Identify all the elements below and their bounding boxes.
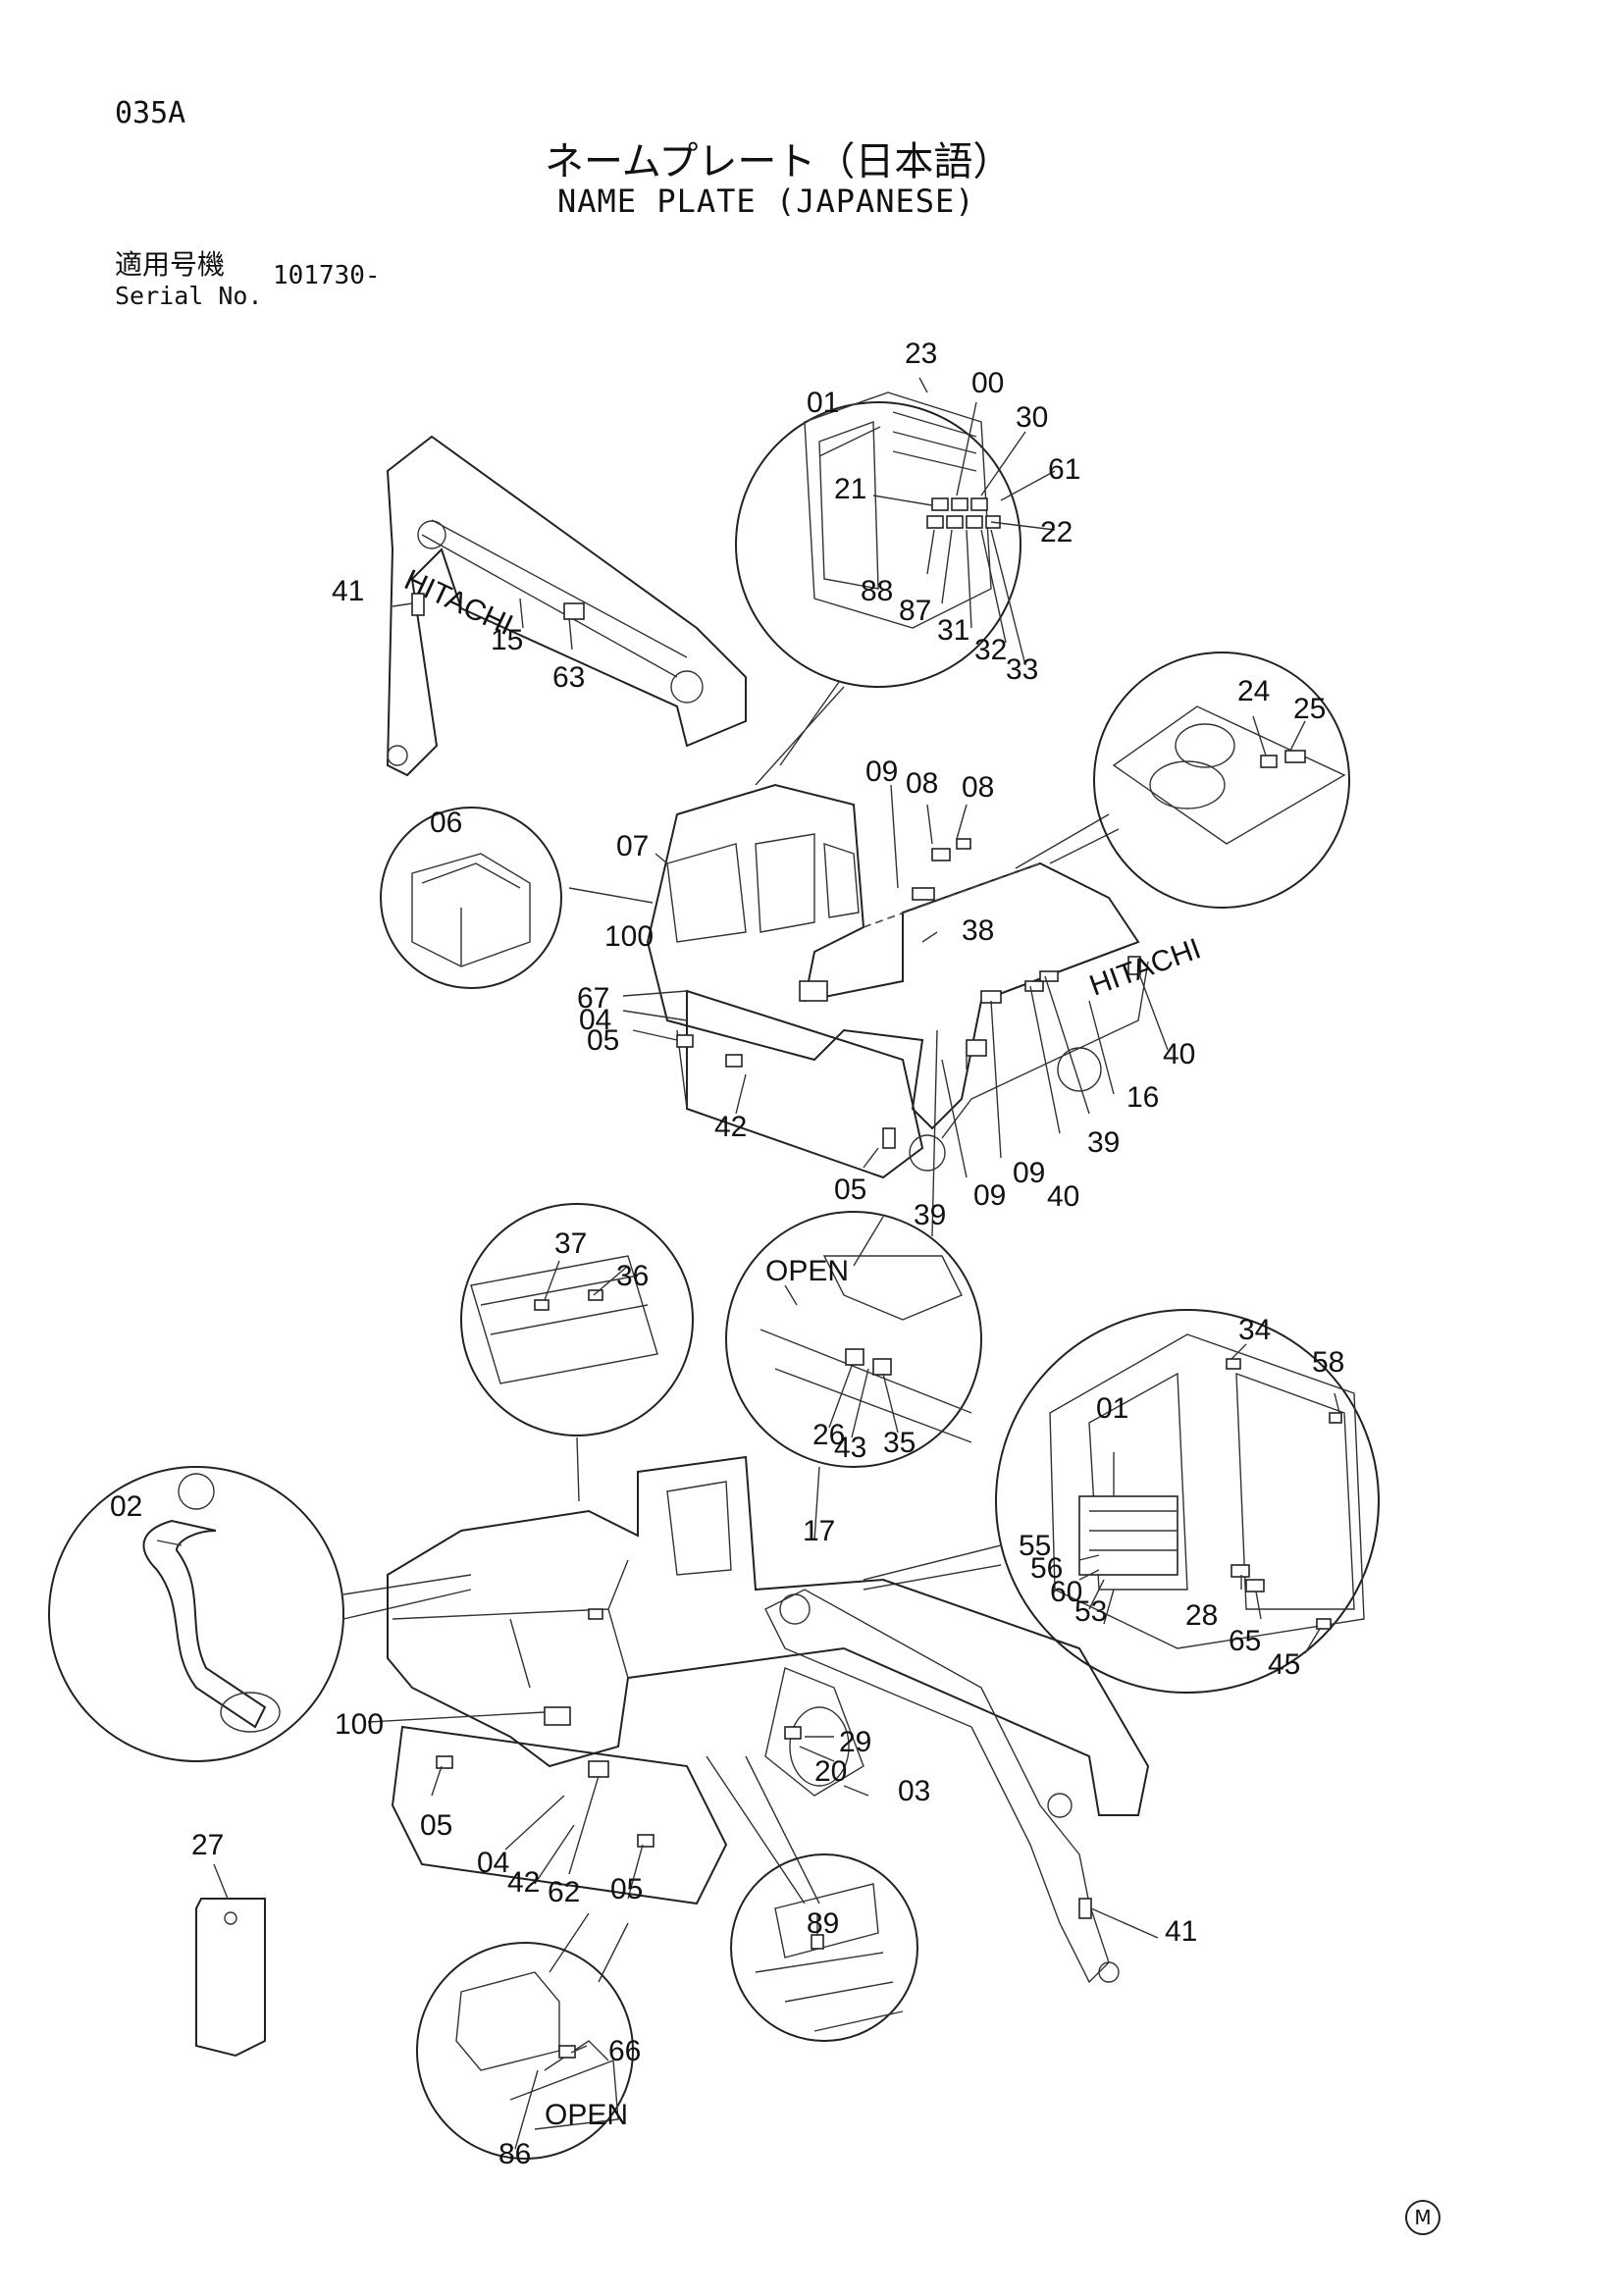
callout-number: 39 <box>1087 1126 1120 1159</box>
callout-number: 15 <box>491 624 523 656</box>
callout-number: 08 <box>906 767 938 800</box>
inset-engine-cover <box>1093 652 1350 909</box>
open-label-bottom: OPEN <box>545 2099 628 2131</box>
inset-cab-monitor <box>735 377 1056 786</box>
callout-number: 17 <box>803 1515 835 1547</box>
callout-number: 08 <box>962 771 994 804</box>
callout-number: 45 <box>1268 1648 1300 1681</box>
callout-number: 25 <box>1293 693 1326 725</box>
callout-number: 30 <box>1016 401 1048 434</box>
serial-number-value: 101730- <box>273 261 381 290</box>
callout-number: 43 <box>834 1432 866 1464</box>
callout-number: 65 <box>1229 1625 1261 1657</box>
callout-number: 32 <box>974 634 1007 666</box>
callout-number: 61 <box>1048 453 1080 486</box>
callout-number: 31 <box>937 614 969 647</box>
callout-number: 39 <box>914 1199 946 1231</box>
callout-number: 62 <box>548 1876 580 1908</box>
callout-number: 34 <box>1238 1314 1271 1346</box>
callout-number: 56 <box>1030 1552 1063 1585</box>
callout-number: 41 <box>1165 1915 1197 1948</box>
page-title-japanese: ネームプレート（日本語） <box>545 139 1013 184</box>
callout-number: 41 <box>332 575 364 607</box>
callout-number: 67 <box>577 982 609 1015</box>
callout-number: 04 <box>477 1847 509 1879</box>
callout-number: 53 <box>1074 1595 1107 1628</box>
callout-number: 09 <box>1013 1157 1045 1189</box>
excavator-lower-view <box>367 1455 1159 1984</box>
inset-step <box>730 1853 918 2042</box>
callout-number: 42 <box>714 1111 747 1143</box>
inset-open-latch: OPEN <box>725 1211 982 1468</box>
callout-number: 21 <box>834 473 866 505</box>
callout-number: 06 <box>430 807 462 839</box>
callout-number: 37 <box>554 1227 587 1260</box>
callout-number: 88 <box>861 575 893 607</box>
tag-part <box>195 1863 266 2058</box>
callout-number: 05 <box>587 1024 619 1057</box>
callout-number: 87 <box>899 595 931 627</box>
callout-number: 29 <box>839 1726 871 1758</box>
page-code: 035A <box>115 96 186 130</box>
callout-number: 20 <box>814 1755 847 1788</box>
callout-number: 05 <box>610 1873 643 1905</box>
callout-number: 86 <box>498 2138 531 2170</box>
callout-number: 60 <box>1050 1576 1082 1608</box>
callout-number: 35 <box>883 1427 916 1459</box>
callout-number: 38 <box>962 914 994 947</box>
manual-mark-icon: M <box>1405 2200 1440 2235</box>
callout-number: 58 <box>1312 1346 1344 1379</box>
callout-number: 16 <box>1126 1081 1159 1114</box>
callout-number: 01 <box>807 387 839 419</box>
callout-number: 100 <box>335 1708 384 1741</box>
callout-number: 40 <box>1163 1038 1195 1070</box>
page-title-english: NAME PLATE (JAPANESE) <box>557 183 975 220</box>
callout-number: 26 <box>812 1419 845 1451</box>
callout-number: 05 <box>420 1809 452 1842</box>
callout-number: 01 <box>1096 1392 1128 1425</box>
callout-number: 05 <box>834 1174 866 1206</box>
serial-label-japanese: 適用号機 <box>115 248 226 281</box>
callout-number: 00 <box>971 367 1004 399</box>
callout-number: 09 <box>865 756 898 788</box>
callout-number: 22 <box>1040 516 1073 548</box>
inset-cab-interior <box>863 1309 1380 1694</box>
serial-label-english: Serial No. <box>115 282 263 310</box>
callout-number: 55 <box>1019 1530 1051 1562</box>
callout-number: 27 <box>191 1829 224 1861</box>
callout-number: 33 <box>1006 653 1038 686</box>
callout-number: 23 <box>905 338 937 370</box>
callout-number: 03 <box>898 1775 930 1807</box>
callout-number: 02 <box>110 1490 142 1523</box>
callout-number: 40 <box>1047 1180 1079 1213</box>
inset-battery <box>460 1203 694 1502</box>
callout-number: 89 <box>807 1907 839 1940</box>
callout-number: 07 <box>616 830 649 862</box>
callout-number: 04 <box>579 1004 611 1036</box>
callout-number: 100 <box>604 920 654 953</box>
excavator-upper-view: HITACHI HITACHI <box>386 435 1205 1267</box>
callout-number: 42 <box>507 1866 540 1899</box>
callout-number: 66 <box>608 2035 641 2067</box>
callout-number: 28 <box>1185 1599 1218 1632</box>
callout-number: 09 <box>973 1179 1006 1212</box>
inset-air-cleaner <box>48 1466 472 1762</box>
callout-number: 24 <box>1237 675 1270 707</box>
open-label-top: OPEN <box>765 1255 849 1287</box>
inset-bracket <box>380 807 562 989</box>
inset-lower-latch: OPEN <box>416 1942 634 2160</box>
callout-number: 63 <box>552 661 585 694</box>
callout-number: 36 <box>616 1260 649 1292</box>
